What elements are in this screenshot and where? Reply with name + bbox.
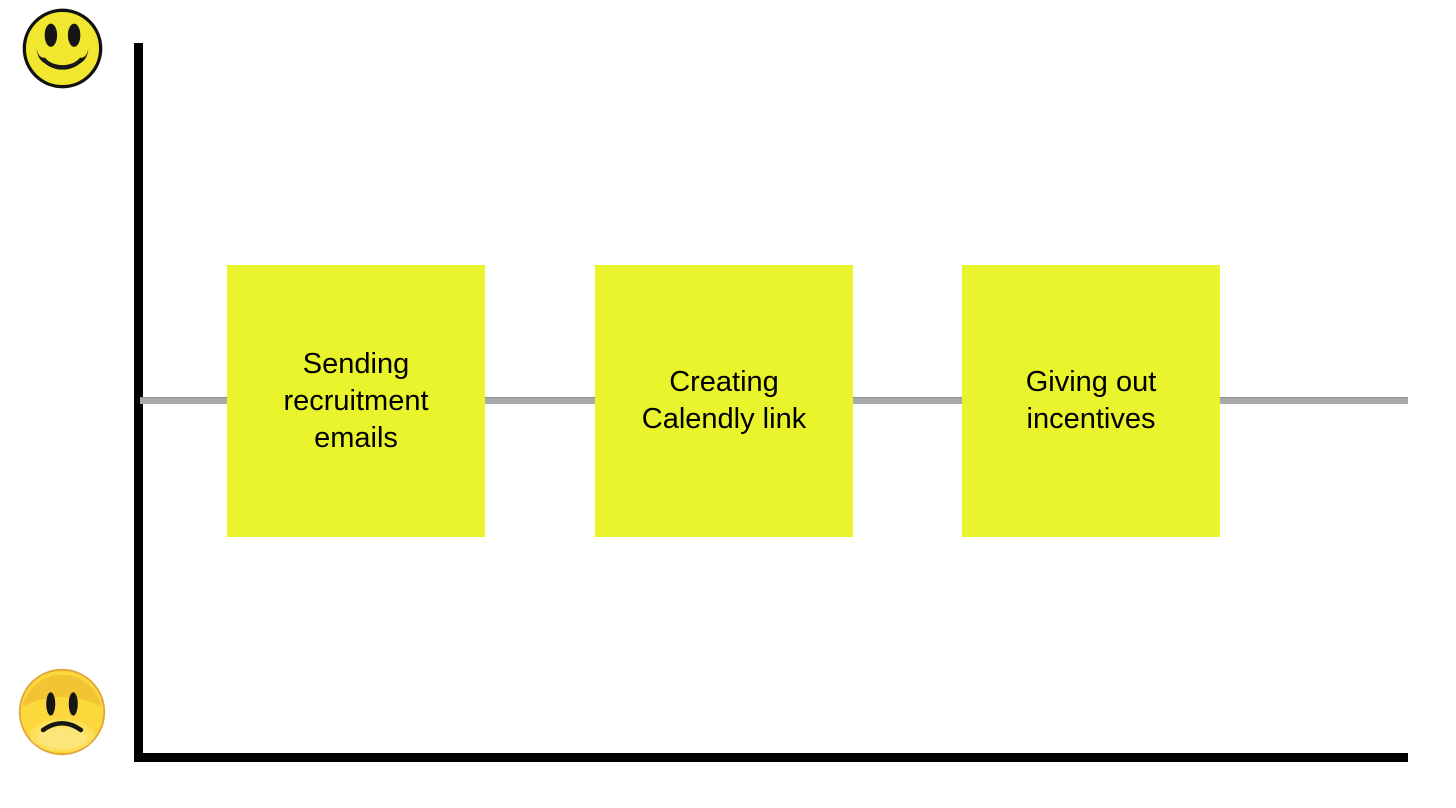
sticky-note-label: Sending recruitment emails (283, 347, 429, 454)
sticky-note-label: Creating Calendly link (641, 366, 807, 435)
sticky-note-giving-out-incentives[interactable]: Giving out incentives (962, 265, 1220, 537)
sticky-note-creating-calendly-link[interactable]: Creating Calendly link (595, 265, 853, 537)
happy-face-icon[interactable] (21, 7, 104, 90)
x-axis-line (134, 753, 1408, 762)
sticky-note-sending-recruitment-emails[interactable]: Sending recruitment emails (227, 265, 485, 537)
y-axis-line (134, 43, 143, 762)
sad-face-icon[interactable] (17, 667, 107, 757)
sticky-note-label: Giving out incentives (1025, 366, 1157, 435)
